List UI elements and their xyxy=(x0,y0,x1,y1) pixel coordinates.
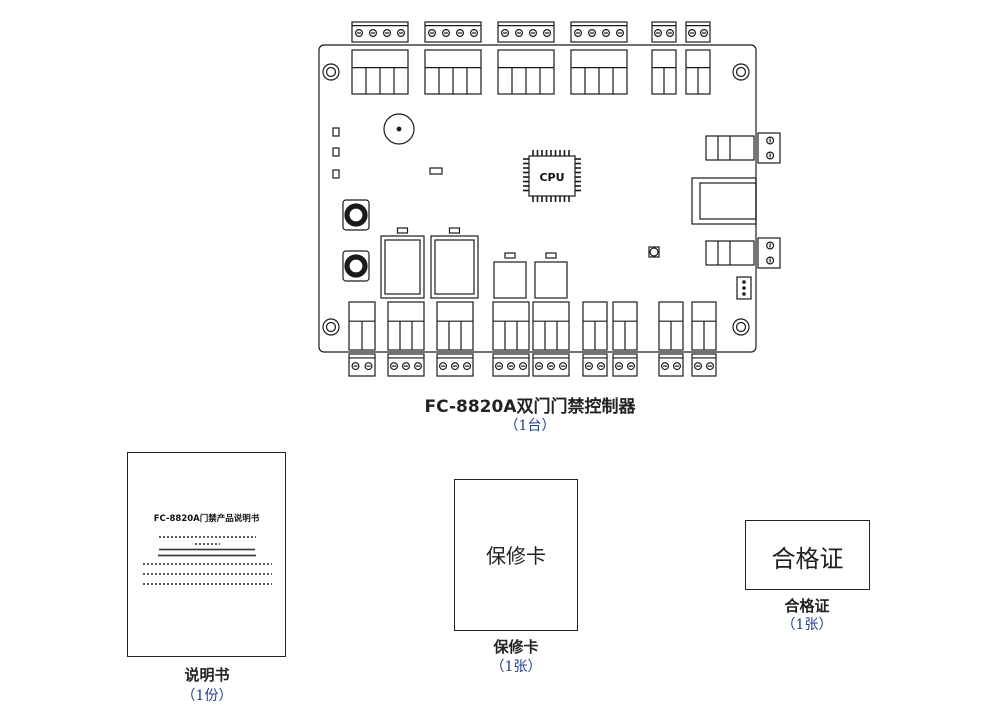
top-header-socket xyxy=(497,49,555,95)
product-quantity: （1台） xyxy=(504,418,556,434)
bottom-terminal-block xyxy=(492,353,530,377)
top-terminal-block xyxy=(497,21,555,43)
mounting-hole xyxy=(322,63,340,81)
small-relay xyxy=(493,252,527,299)
top-terminal-block xyxy=(685,21,711,43)
trimmer xyxy=(649,247,659,257)
led-indicator xyxy=(332,147,340,157)
mounting-hole-inner xyxy=(325,66,337,78)
buzzer-center xyxy=(396,126,402,132)
pin-dot xyxy=(742,280,746,284)
bottom-header-socket xyxy=(387,301,425,351)
bottom-header-socket xyxy=(612,301,638,351)
right-terminal-block xyxy=(705,135,755,161)
top-header-socket xyxy=(424,49,482,95)
bottom-header-socket xyxy=(532,301,570,351)
manual-doc-heading: FC-8820A门禁产品说明书 xyxy=(153,514,260,524)
bottom-terminal-block xyxy=(436,353,474,377)
top-terminal-block xyxy=(424,21,482,43)
mounting-hole xyxy=(322,318,340,336)
cpu-chip: CPU xyxy=(523,150,581,202)
warranty-caption: 保修卡 xyxy=(493,638,539,656)
top-header-socket xyxy=(351,49,409,95)
mounting-hole xyxy=(732,318,750,336)
warranty-quantity: （1张） xyxy=(490,659,542,675)
warranty-card-text: 保修卡 xyxy=(486,544,546,568)
product-title: FC-8820A双门门禁控制器 xyxy=(424,397,636,417)
mounting-hole xyxy=(732,63,750,81)
certificate-quantity: （1张） xyxy=(781,617,833,633)
bottom-header-socket xyxy=(436,301,474,351)
bottom-terminal-block xyxy=(691,353,717,377)
manual-quantity: （1份） xyxy=(181,688,233,704)
capacitor xyxy=(342,199,370,231)
bottom-header-socket xyxy=(492,301,530,351)
relay xyxy=(430,227,479,299)
capacitor xyxy=(342,250,370,282)
manual-booklet: FC-8820A门禁产品说明书 xyxy=(127,452,286,657)
bottom-header-socket xyxy=(348,301,376,351)
right-screw-terminal xyxy=(757,237,781,269)
small-relay xyxy=(534,252,568,299)
manual-caption: 说明书 xyxy=(184,666,230,684)
bottom-terminal-block xyxy=(532,353,570,377)
network-port-inner xyxy=(699,182,757,220)
certificate-caption: 合格证 xyxy=(784,597,830,615)
pin-dot xyxy=(742,286,746,290)
trimmer-frame xyxy=(648,246,660,258)
bottom-header-socket xyxy=(691,301,717,351)
network-port xyxy=(691,177,757,225)
mounting-hole-inner xyxy=(325,321,337,333)
pin-header xyxy=(736,276,752,300)
bottom-terminal-block xyxy=(658,353,684,377)
bottom-header-socket xyxy=(582,301,608,351)
top-terminal-block xyxy=(351,21,409,43)
certificate-card: 合格证 xyxy=(745,520,870,590)
top-terminal-block xyxy=(570,21,628,43)
smd-component xyxy=(429,167,443,175)
relay xyxy=(380,227,425,299)
top-header-socket xyxy=(570,49,628,95)
cpu-label: CPU xyxy=(539,171,564,184)
bottom-terminal-block xyxy=(387,353,425,377)
right-screw-terminal xyxy=(757,132,781,164)
warranty-card: 保修卡 xyxy=(454,479,578,631)
buzzer xyxy=(383,113,415,145)
bottom-terminal-block xyxy=(348,353,376,377)
bottom-terminal-block xyxy=(582,353,608,377)
certificate-card-text: 合格证 xyxy=(771,545,844,573)
led-indicator xyxy=(332,169,340,179)
top-header-socket xyxy=(651,49,677,95)
right-terminal-block xyxy=(705,240,755,266)
top-terminal-block xyxy=(651,21,677,43)
led-indicator xyxy=(332,127,340,137)
mounting-hole-inner xyxy=(735,66,747,78)
bottom-terminal-block xyxy=(612,353,638,377)
manual-body-text xyxy=(142,535,272,589)
bottom-header-socket xyxy=(658,301,684,351)
mounting-hole-inner xyxy=(735,321,747,333)
pin-dot xyxy=(742,292,746,296)
top-header-socket xyxy=(685,49,711,95)
